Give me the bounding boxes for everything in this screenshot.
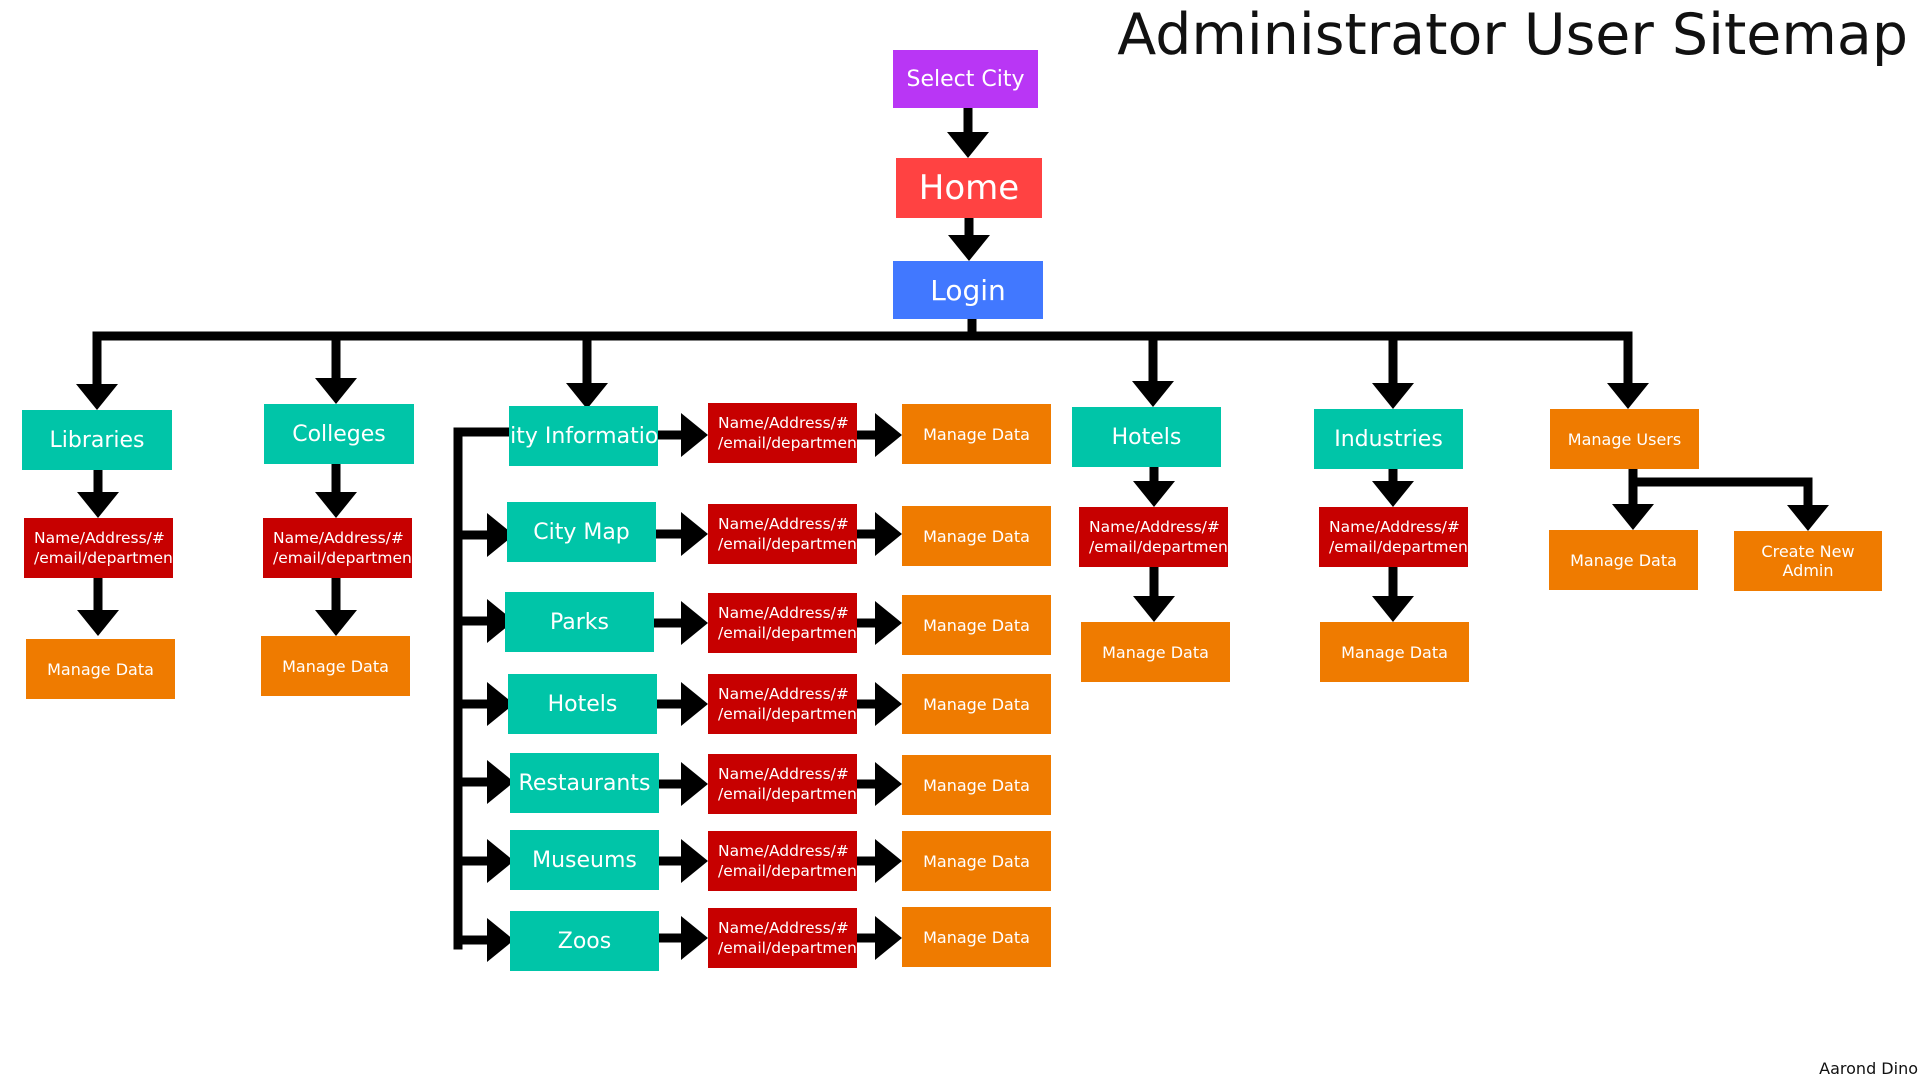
arrowhead-down <box>315 492 357 518</box>
arrowhead-down <box>77 492 119 518</box>
node-restaurants: Restaurants <box>510 753 659 813</box>
arrowhead-down <box>1372 596 1414 622</box>
node-home: Home <box>896 158 1042 218</box>
node-create-new-admin: Create New Admin <box>1734 531 1882 591</box>
arrowhead-down <box>1372 383 1414 409</box>
arrowhead-down <box>1132 381 1174 407</box>
arrowhead-down <box>76 384 118 410</box>
node-city-hotels: Hotels <box>508 674 657 734</box>
node-hotels: Hotels <box>1072 407 1221 467</box>
node-login: Login <box>893 261 1043 319</box>
arrowhead-down <box>948 235 990 261</box>
node-industries: Industries <box>1314 409 1463 469</box>
node-museums-record: Name/Address/#/email/department <box>708 831 857 891</box>
arrowhead-down <box>1133 481 1175 507</box>
node-restaurants-record: Name/Address/#/email/department <box>708 754 857 814</box>
node-colleges-manage-data: Manage Data <box>261 636 410 696</box>
node-city-information-record: Name/Address/#/email/department <box>708 403 857 463</box>
node-zoos-manage-data: Manage Data <box>902 907 1051 967</box>
arrowhead-down <box>315 378 357 404</box>
arrowhead-right <box>681 839 708 883</box>
node-libraries: Libraries <box>22 410 172 470</box>
arrowhead-right <box>487 599 514 643</box>
node-city-map-manage-data: Manage Data <box>902 506 1051 566</box>
node-manage-users-manage-data: Manage Data <box>1549 530 1698 590</box>
node-parks-record: Name/Address/#/email/department <box>708 593 857 653</box>
node-zoos-record: Name/Address/#/email/department <box>708 908 857 968</box>
node-hotels-manage-data: Manage Data <box>1081 622 1230 682</box>
arrowhead-right <box>681 916 708 960</box>
node-city-hotels-record: Name/Address/#/email/department <box>708 674 857 734</box>
node-select-city: Select City <box>893 50 1038 108</box>
arrowhead-right <box>875 762 902 806</box>
arrowhead-down <box>315 610 357 636</box>
arrowhead-right <box>875 512 902 556</box>
node-city-hotels-manage-data: Manage Data <box>902 674 1051 734</box>
arrowhead-down <box>1612 504 1654 530</box>
arrowhead-right <box>487 839 514 883</box>
arrowhead-down <box>1372 481 1414 507</box>
node-city-information-manage-data: Manage Data <box>902 404 1051 464</box>
arrowhead-right <box>875 413 902 457</box>
arrowhead-right <box>875 601 902 645</box>
node-museums-manage-data: Manage Data <box>902 831 1051 891</box>
arrowhead-right <box>875 839 902 883</box>
node-manage-users: Manage Users <box>1550 409 1699 469</box>
node-museums: Museums <box>510 830 659 890</box>
arrowhead-down <box>947 132 989 158</box>
node-hotels-record: Name/Address/#/email/department <box>1079 507 1228 567</box>
arrowhead-right <box>487 513 514 557</box>
node-colleges: Colleges <box>264 404 414 464</box>
node-city-information: City Information <box>509 406 658 466</box>
arrowhead-down <box>1787 505 1829 531</box>
node-libraries-manage-data: Manage Data <box>26 639 175 699</box>
node-zoos: Zoos <box>510 911 659 971</box>
node-colleges-record: Name/Address/#/email/department <box>263 518 412 578</box>
arrowhead-right <box>875 916 902 960</box>
arrowhead-right <box>487 682 514 726</box>
node-city-map: City Map <box>507 502 656 562</box>
author-credit: Aarond Dino <box>1819 1059 1918 1078</box>
arrowhead-right <box>681 601 708 645</box>
arrowhead-down <box>1133 596 1175 622</box>
arrowhead-right <box>487 760 514 804</box>
arrowhead-right <box>681 512 708 556</box>
arrowhead-right <box>487 918 514 962</box>
node-parks-manage-data: Manage Data <box>902 595 1051 655</box>
arrowhead-right <box>681 762 708 806</box>
arrowhead-right <box>681 682 708 726</box>
node-industries-record: Name/Address/#/email/department <box>1319 507 1468 567</box>
arrowhead-down <box>566 383 608 409</box>
arrowhead-right <box>681 413 708 457</box>
node-restaurants-manage-data: Manage Data <box>902 755 1051 815</box>
node-industries-manage-data: Manage Data <box>1320 622 1469 682</box>
diagram-title: Administrator User Sitemap <box>1117 2 1908 68</box>
node-libraries-record: Name/Address/#/email/department <box>24 518 173 578</box>
arrowhead-down <box>1607 383 1649 409</box>
node-parks: Parks <box>505 592 654 652</box>
arrowhead-right <box>875 682 902 726</box>
node-city-map-record: Name/Address/#/email/department <box>708 504 857 564</box>
arrowhead-down <box>77 610 119 636</box>
